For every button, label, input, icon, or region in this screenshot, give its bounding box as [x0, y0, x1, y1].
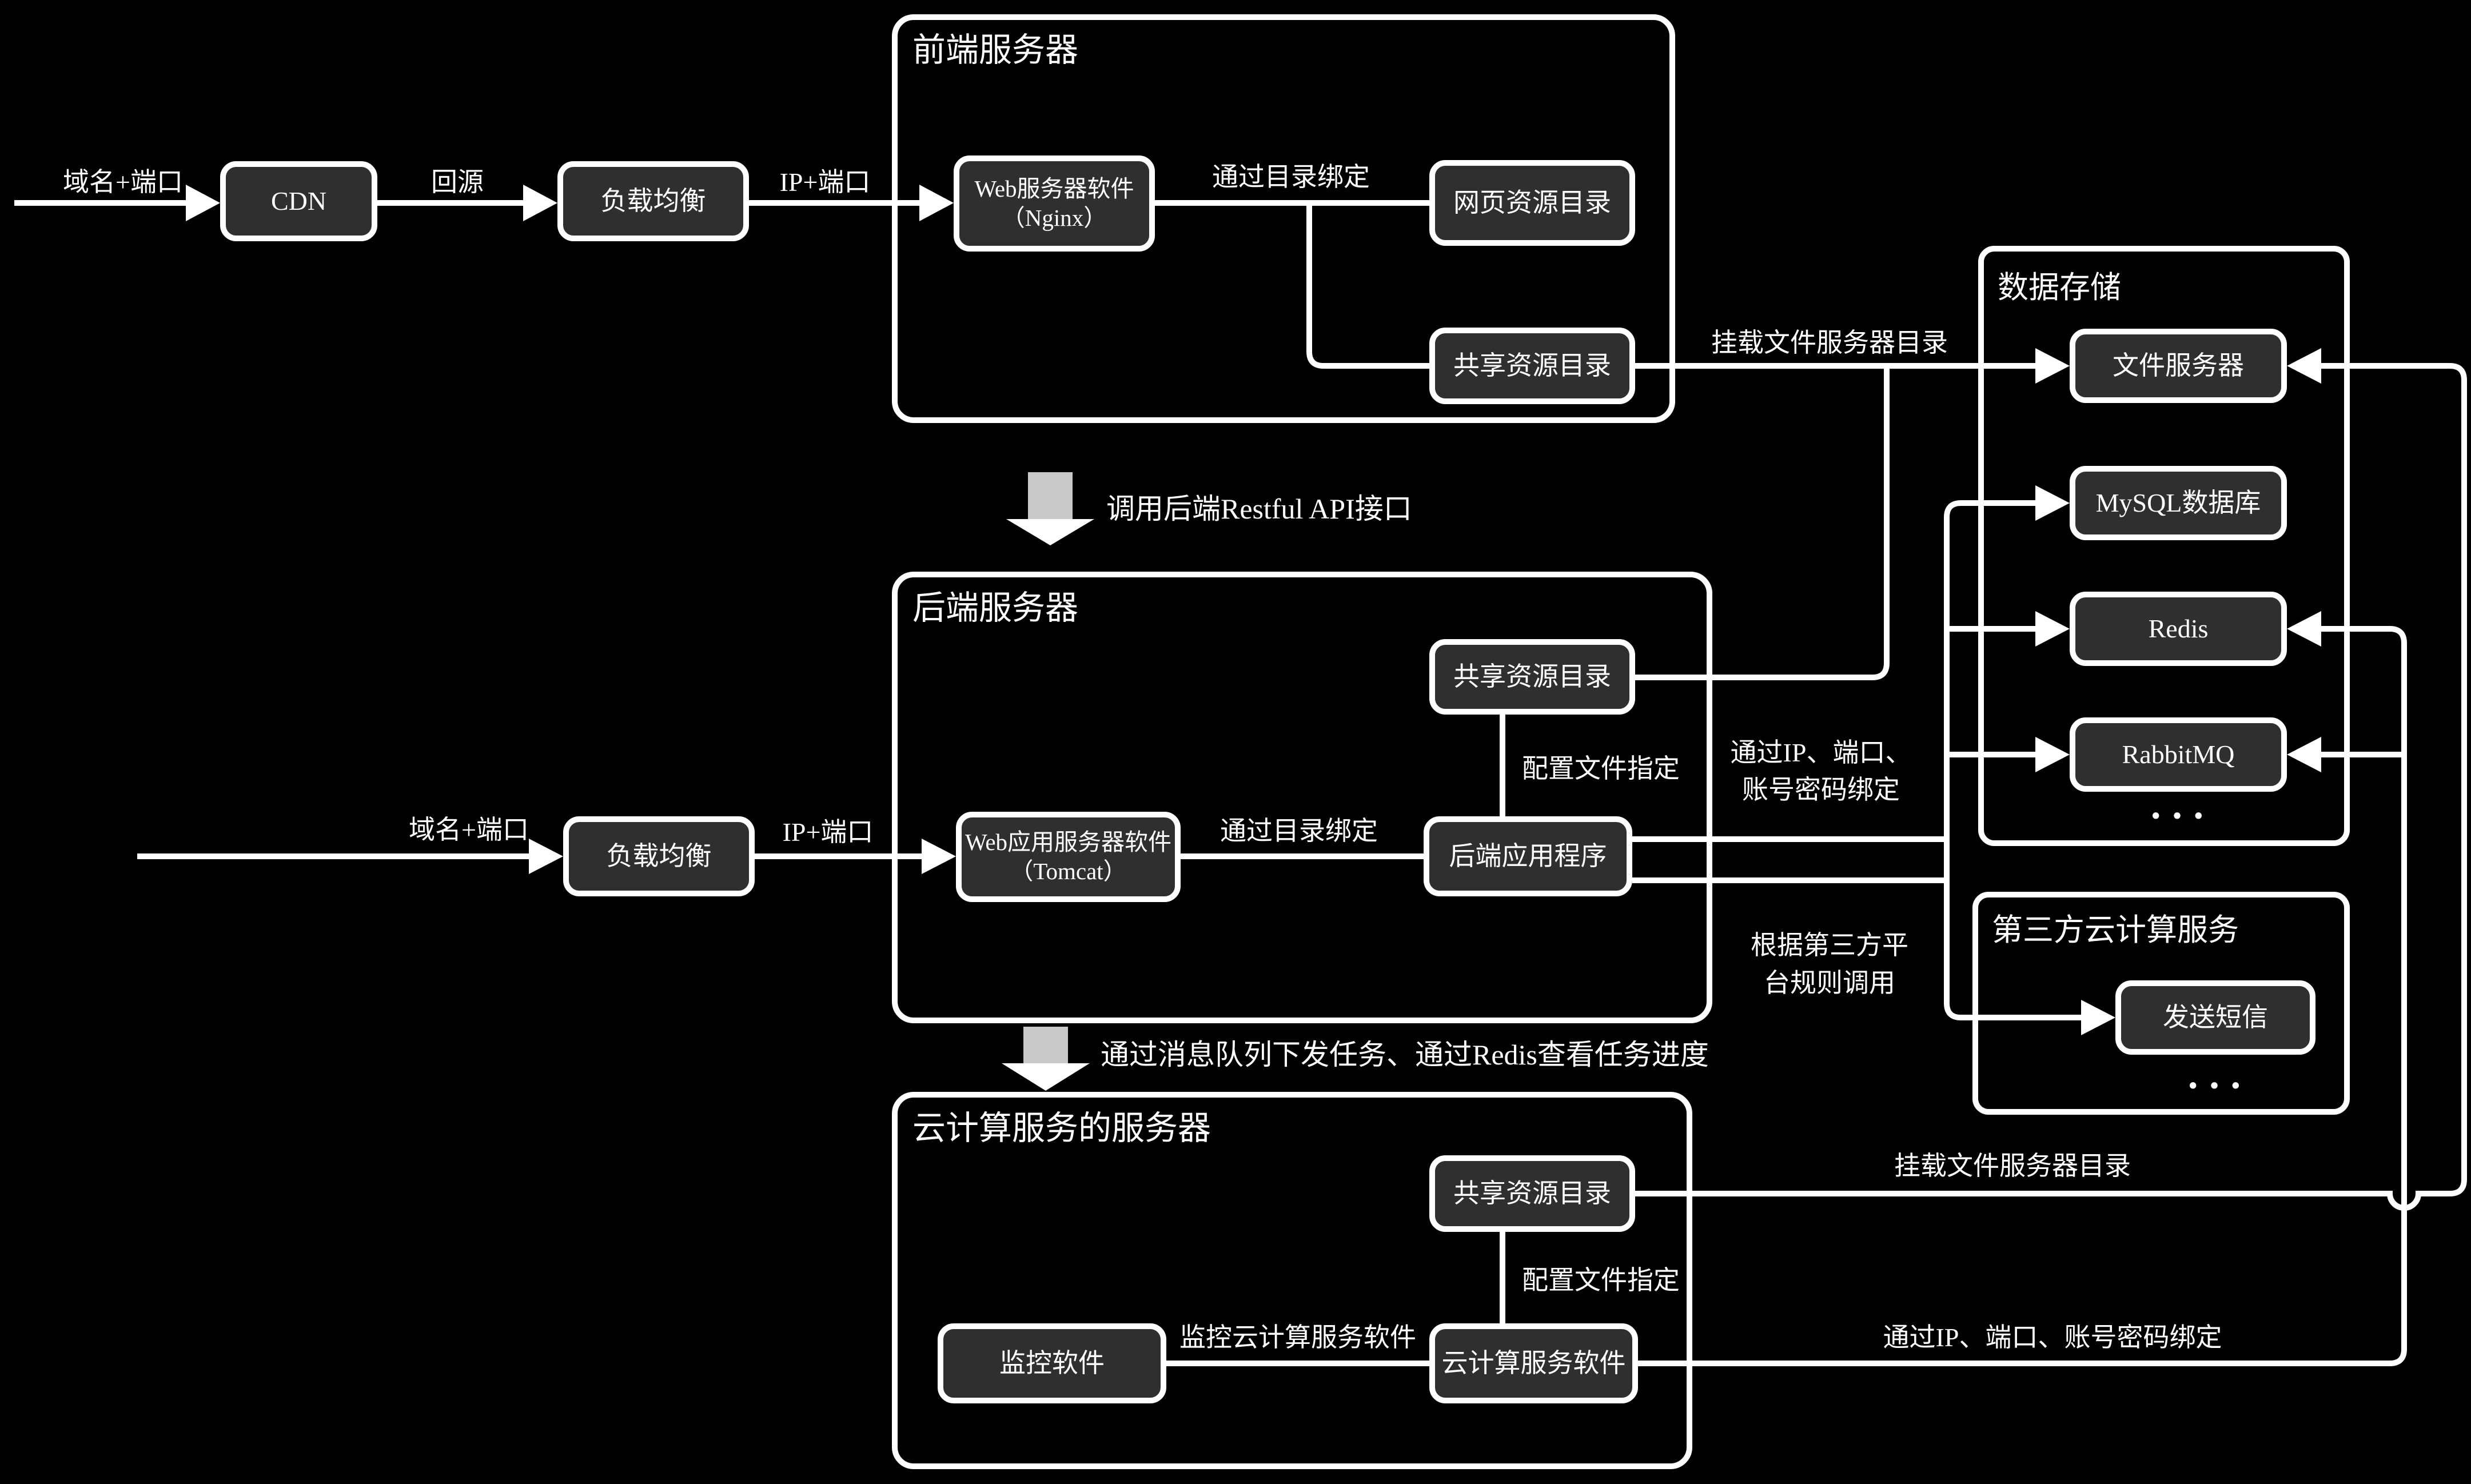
node-shared-dir-front: 共享资源目录: [1429, 328, 1635, 404]
node-tomcat: Web应用服务器软件 （Tomcat）: [956, 812, 1181, 902]
mysql-label: MySQL数据库: [2095, 488, 2261, 518]
label-ip-port-top: IP+端口: [779, 167, 871, 197]
label-ip-port-backend: IP+端口: [782, 817, 874, 847]
node-lb-top-label: 负载均衡: [600, 186, 706, 216]
shared-dir-front-label: 共享资源目录: [1453, 351, 1611, 381]
file-server-label: 文件服务器: [2113, 351, 2244, 381]
label-mq-task: 通过消息队列下发任务、通过Redis查看任务进度: [1101, 1039, 1709, 1071]
node-send-sms: 发送短信: [2115, 980, 2315, 1055]
connector-cdn-to-lb: [377, 185, 557, 221]
frontend-title: 前端服务器: [912, 31, 1079, 69]
node-cdn-label: CDN: [270, 186, 327, 216]
connector-sharedback-to-mountline: [1635, 366, 1890, 680]
backend-title: 后端服务器: [912, 589, 1079, 627]
label-config-cloud: 配置文件指定: [1522, 1266, 1680, 1295]
label-rule-line2: 台规则调用: [1764, 968, 1895, 998]
label-monitor-software: 监控云计算服务软件: [1179, 1323, 1416, 1352]
node-load-balancer-top: 负载均衡: [557, 161, 749, 241]
connector-lb-to-nginx: [749, 185, 954, 221]
connector-sharedcloud-to-fileserver: [1635, 348, 2467, 1211]
node-rabbitmq: RabbitMQ: [2070, 717, 2287, 792]
node-lb-backend-label: 负载均衡: [606, 841, 712, 871]
label-bind-ip-bottom: 通过IP、端口、账号密码绑定: [1883, 1323, 2222, 1352]
redis-label: Redis: [2148, 614, 2209, 644]
backend-app-label: 后端应用程序: [1449, 841, 1607, 871]
connector-sharedfront-to-fileserver: [1635, 348, 2070, 384]
shared-dir-cloud-label: 共享资源目录: [1453, 1179, 1611, 1208]
label-domain-port-top: 域名+端口: [63, 167, 183, 197]
web-resource-dir-label: 网页资源目录: [1453, 188, 1611, 218]
send-sms-label: 发送短信: [2163, 1003, 2268, 1032]
section-third-party: [1972, 892, 2350, 1115]
label-back-to-origin: 回源: [431, 167, 484, 197]
node-file-server: 文件服务器: [2070, 329, 2287, 403]
node-shared-dir-backend: 共享资源目录: [1429, 639, 1635, 715]
nginx-line1: Web服务器软件: [974, 175, 1134, 202]
connector-backendapp-trunk: [1632, 485, 2115, 1035]
node-backend-app: 后端应用程序: [1424, 816, 1632, 896]
node-nginx: Web服务器软件 （Nginx）: [954, 155, 1155, 252]
node-load-balancer-backend: 负载均衡: [563, 816, 755, 896]
block-arrow-call-api-icon: [1006, 472, 1094, 545]
tomcat-line2: （Tomcat）: [1010, 858, 1127, 884]
node-monitor: 监控软件: [938, 1323, 1166, 1403]
node-mysql: MySQL数据库: [2070, 466, 2287, 540]
label-domain-port-backend: 域名+端口: [409, 815, 529, 844]
label-rule-line1: 根据第三方平: [1751, 931, 1908, 960]
shared-dir-backend-label: 共享资源目录: [1453, 662, 1611, 692]
node-shared-dir-cloud: 共享资源目录: [1429, 1155, 1635, 1232]
node-redis: Redis: [2070, 592, 2287, 666]
connector-junction-to-sharedfront: [1306, 203, 1429, 369]
third-party-title: 第三方云计算服务: [1992, 913, 2239, 947]
label-bind-dir-front: 通过目录绑定: [1212, 162, 1370, 192]
section-backend-server: [892, 572, 1712, 1023]
node-web-resource-dir: 网页资源目录: [1429, 160, 1635, 246]
rabbitmq-label: RabbitMQ: [2122, 740, 2235, 769]
label-mount-top: 挂载文件服务器目录: [1711, 328, 1948, 357]
datastore-ellipsis: ···: [2149, 794, 2214, 838]
cloud-title: 云计算服务的服务器: [912, 1110, 1211, 1147]
section-frontend-server: [892, 14, 1675, 423]
label-config-backend: 配置文件指定: [1522, 754, 1680, 783]
datastore-title: 数据存储: [1998, 270, 2121, 305]
nginx-line2: （Nginx）: [1001, 205, 1107, 231]
node-cdn: CDN: [220, 161, 377, 241]
connector-entry-to-lb2: [137, 839, 563, 874]
connector-cloudsoft-to-redis-rabbitmq: [1638, 611, 2407, 1366]
label-call-api: 调用后端Restful API接口: [1106, 493, 1412, 525]
tomcat-line1: Web应用服务器软件: [965, 828, 1172, 855]
connector-entry-to-cdn: [14, 185, 220, 221]
third-party-ellipsis: ···: [2186, 1064, 2251, 1108]
label-bind-ip-line1: 通过IP、端口、: [1730, 738, 1912, 767]
label-bind-ip-line2: 账号密码绑定: [1742, 775, 1900, 804]
node-cloud-software: 云计算服务软件: [1429, 1323, 1638, 1403]
section-datastore: [1978, 246, 2350, 846]
section-cloud-server: [892, 1092, 1692, 1469]
monitor-label: 监控软件: [999, 1349, 1105, 1378]
label-mount-bottom: 挂载文件服务器目录: [1894, 1151, 2131, 1180]
cloud-software-label: 云计算服务软件: [1441, 1349, 1626, 1378]
block-arrow-mq-icon: [1002, 1027, 1090, 1091]
label-bind-dir-backend: 通过目录绑定: [1220, 816, 1378, 845]
